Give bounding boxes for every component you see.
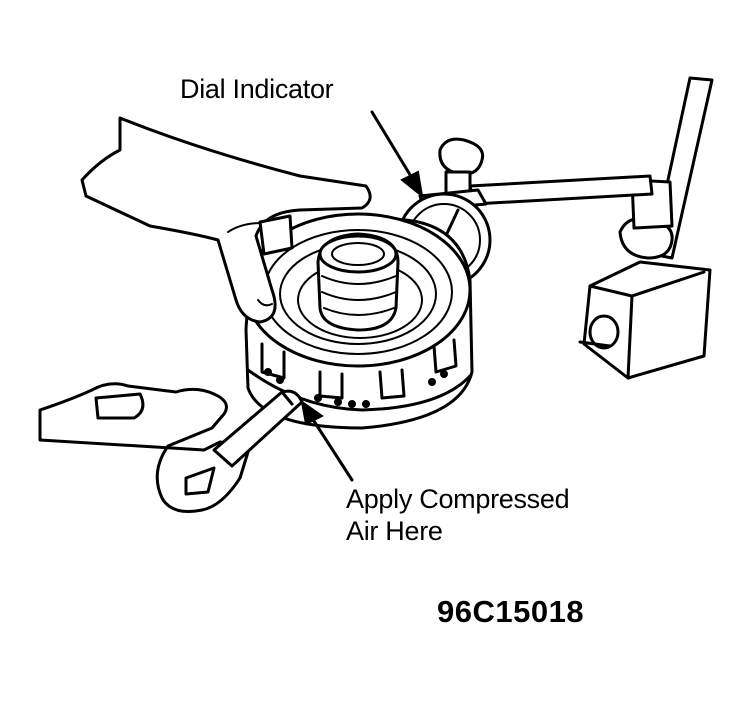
arrow-air-head bbox=[300, 399, 324, 426]
arrow-dial-line bbox=[370, 110, 414, 180]
clutch-drum bbox=[244, 212, 474, 430]
upper-hand-shape bbox=[80, 116, 372, 324]
dial-top-knob bbox=[438, 137, 485, 176]
stand-arm bbox=[468, 174, 654, 206]
apply-air-label-line2: Air Here bbox=[346, 516, 443, 546]
upper-hand bbox=[80, 116, 372, 324]
stand-base-switch bbox=[588, 314, 620, 350]
arrow-dial-head bbox=[400, 170, 424, 199]
figure-code: 96C15018 bbox=[437, 594, 585, 629]
apply-air-label-line1: Apply Compressed bbox=[346, 484, 570, 514]
leader-arrows bbox=[300, 110, 424, 482]
magnetic-stand bbox=[468, 76, 714, 380]
arrow-air-line bbox=[310, 416, 354, 482]
dial-indicator-label: Dial Indicator bbox=[180, 74, 334, 104]
lower-hand bbox=[38, 382, 304, 513]
lower-hand-nail bbox=[184, 466, 216, 496]
